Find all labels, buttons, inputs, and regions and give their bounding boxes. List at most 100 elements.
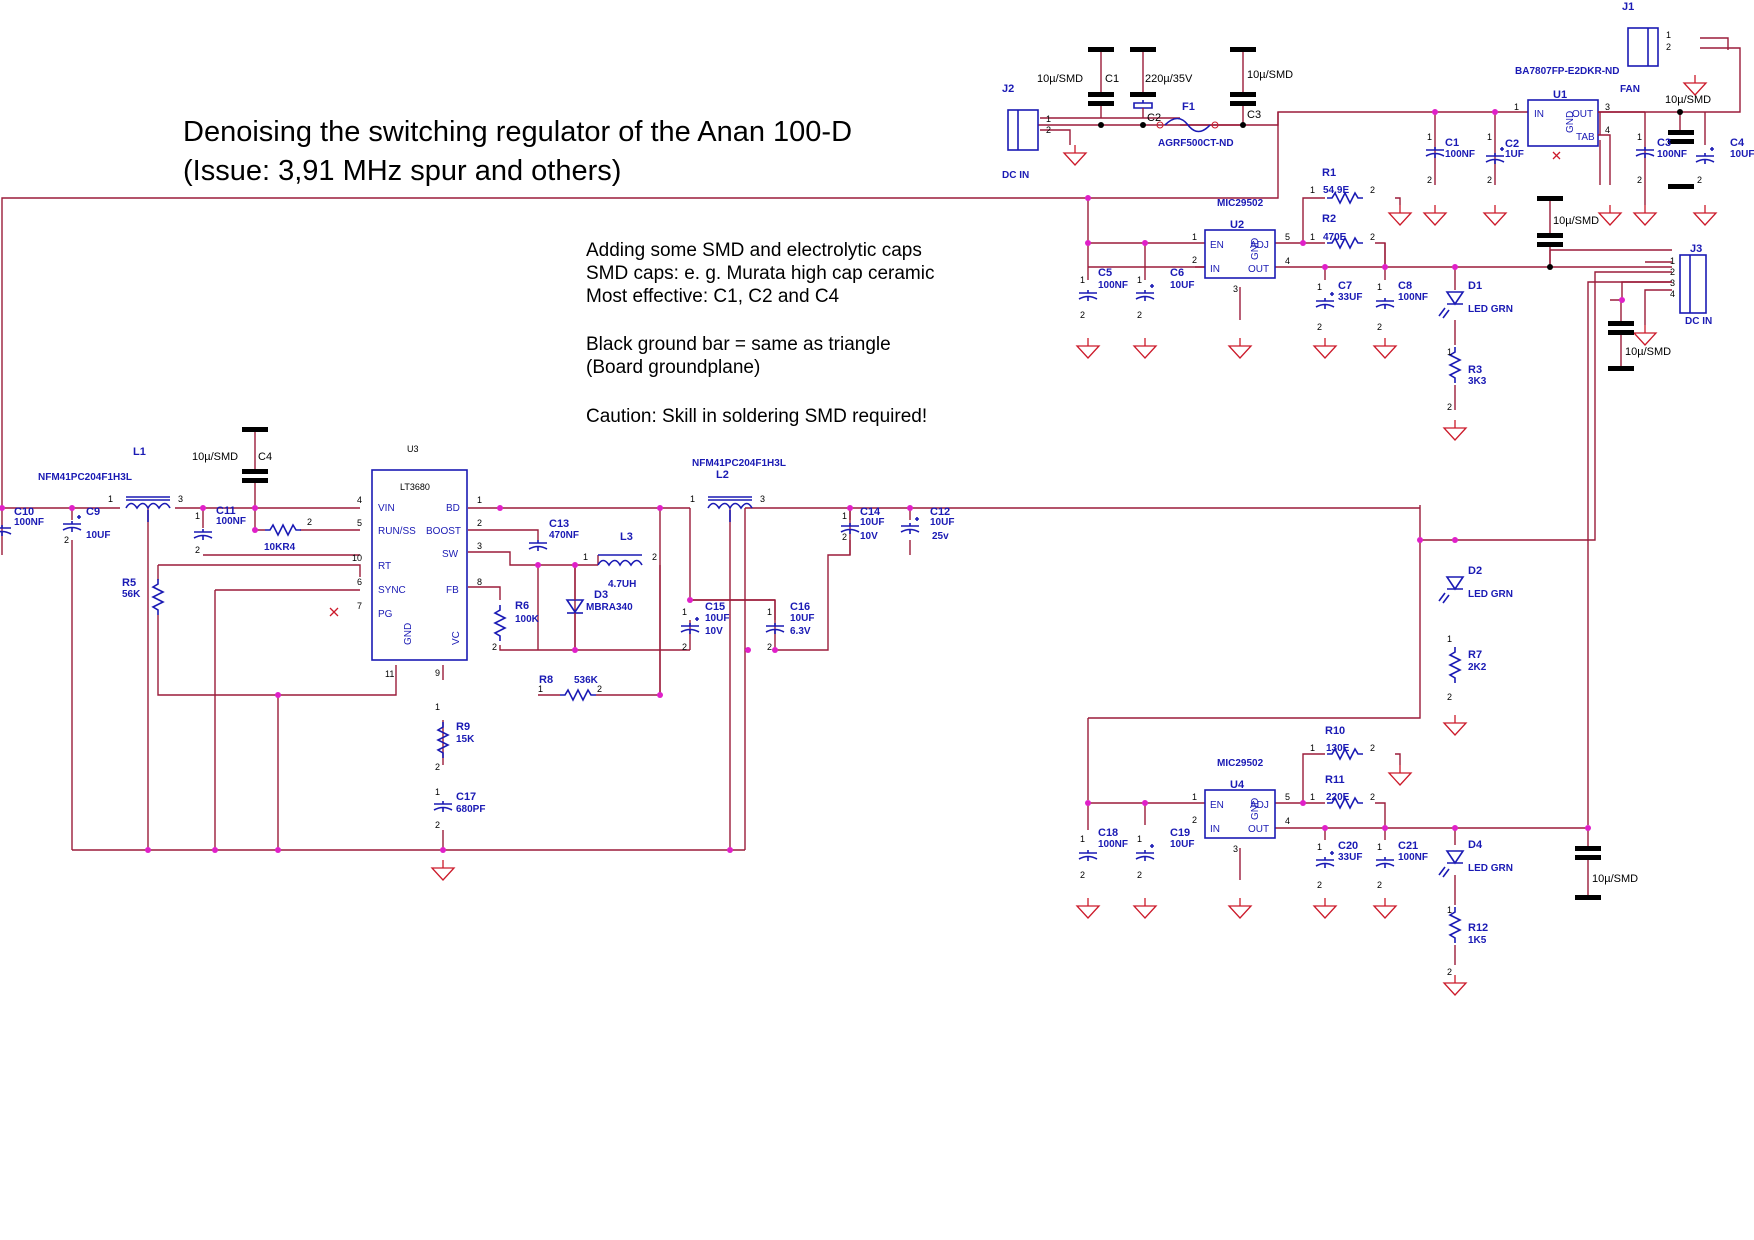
ground-symbol xyxy=(1633,204,1657,226)
connector-ref: J1 xyxy=(1622,1,1634,13)
smd-cap-fan: 10µ/SMD xyxy=(1665,94,1711,189)
smd-cap-c2: 220µ/35V C2 xyxy=(1130,47,1193,124)
capacitor-ref: C5 xyxy=(1098,267,1112,279)
ground-symbol xyxy=(1683,74,1707,96)
svg-text:9: 9 xyxy=(435,668,440,678)
capacitor-value: 100NF xyxy=(1098,280,1128,291)
resistor-ref: R5 xyxy=(122,577,136,589)
svg-text:1: 1 xyxy=(538,684,543,694)
capacitor-ref: C11 xyxy=(216,505,236,517)
capacitor-c12: C12 10UF 25v xyxy=(900,506,954,542)
smd-cap-u4-out: 10µ/SMD xyxy=(1575,828,1638,900)
ground-symbol xyxy=(1076,897,1100,919)
ic-pin-label: GND xyxy=(1250,798,1261,820)
capacitor-c6: C6 10UF 12 xyxy=(1135,267,1194,320)
led-d4: D4 LED GRN xyxy=(1438,839,1513,878)
capacitor-c11: C11 100NF 12 xyxy=(193,505,246,555)
svg-text:2: 2 xyxy=(492,642,497,652)
capacitor-value: 10UF xyxy=(930,517,954,528)
smd-cap-value: 10µ/SMD xyxy=(1625,346,1671,358)
capacitor-value: 100NF xyxy=(1098,839,1128,850)
svg-text:1: 1 xyxy=(1666,30,1671,40)
ground-symbol xyxy=(1373,897,1397,919)
ic-pin-label: IN xyxy=(1210,264,1220,275)
capacitor-voltage: 10V xyxy=(705,626,723,637)
svg-text:3: 3 xyxy=(1605,102,1610,112)
svg-text:5: 5 xyxy=(357,518,362,528)
svg-text:1: 1 xyxy=(1080,275,1085,285)
smd-cap-value: 10µ/SMD xyxy=(1553,215,1599,227)
svg-text:5: 5 xyxy=(1285,792,1290,802)
capacitor-value: 33UF xyxy=(1338,852,1362,863)
svg-text:1: 1 xyxy=(435,787,440,797)
resistor-ref: R10 xyxy=(1325,725,1345,737)
schematic-title-line2: (Issue: 3,91 MHz spur and others) xyxy=(183,155,621,187)
capacitor-c15: C15 10UF 10V 12 xyxy=(680,601,729,652)
note-line: Black ground bar = same as triangle xyxy=(586,334,891,355)
capacitor-ref: C2 xyxy=(1505,138,1519,150)
connector-body xyxy=(1627,27,1659,67)
diode-ref: D3 xyxy=(594,589,608,601)
svg-text:5: 5 xyxy=(1285,232,1290,242)
resistor-value: 15K xyxy=(456,734,475,745)
svg-text:1: 1 xyxy=(195,511,200,521)
svg-text:2: 2 xyxy=(597,684,602,694)
ic-pin-label: ADJ xyxy=(1250,240,1269,251)
smd-cap-j3: 10µ/SMD xyxy=(1608,300,1671,371)
resistor-ref: R11 xyxy=(1325,774,1345,786)
svg-text:1: 1 xyxy=(767,607,772,617)
svg-text:4: 4 xyxy=(1285,816,1290,826)
resistor-r6: R6 100K 2 xyxy=(492,600,540,652)
svg-text:1: 1 xyxy=(1637,132,1642,142)
ic-u1: IN OUT TAB GND U1 1 3 4 xyxy=(1514,89,1645,185)
svg-text:2: 2 xyxy=(842,532,847,542)
connector-body xyxy=(1679,254,1707,314)
inductor-l2: L2 NFM41PC204F1H3L 1 3 xyxy=(690,458,786,523)
capacitor-value: 33UF xyxy=(1338,292,1362,303)
svg-text:11: 11 xyxy=(385,669,394,679)
smd-cap-value: 10µ/SMD xyxy=(1665,94,1711,106)
capacitor-ref: C18 xyxy=(1098,827,1118,839)
svg-text:2: 2 xyxy=(1370,185,1375,195)
ic-ref: U2 xyxy=(1230,219,1244,231)
resistor-value: 2K2 xyxy=(1468,662,1487,673)
svg-text:2: 2 xyxy=(1377,880,1382,890)
svg-text:2: 2 xyxy=(1670,267,1675,277)
resistor-ref: R8 xyxy=(539,674,553,686)
svg-text:1: 1 xyxy=(1080,834,1085,844)
smd-cap-value: 10µ/SMD xyxy=(1247,69,1293,81)
capacitor-value: 1UF xyxy=(1505,149,1524,160)
svg-text:6: 6 xyxy=(357,577,362,587)
ic-pin-label: SW xyxy=(442,549,459,560)
capacitor-voltage: 25v xyxy=(932,531,949,542)
svg-text:1: 1 xyxy=(1046,114,1051,124)
ground-symbol xyxy=(1598,204,1622,226)
capacitor-value: 100NF xyxy=(14,517,44,528)
svg-text:2: 2 xyxy=(1080,870,1085,880)
smd-cap-c4: 10µ/SMD C4 xyxy=(192,427,272,483)
capacitor-value: 100NF xyxy=(216,516,246,527)
ic-pin-label: GND xyxy=(1565,111,1576,133)
note-line: Caution: Skill in soldering SMD required… xyxy=(586,406,927,427)
svg-text:1: 1 xyxy=(1310,792,1315,802)
capacitor-ref: C15 xyxy=(705,601,725,613)
connector-func: DC IN xyxy=(1002,170,1029,181)
inductor-part: NFM41PC204F1H3L xyxy=(692,458,786,469)
capacitor-ref: C7 xyxy=(1338,280,1352,292)
resistor-ref: R9 xyxy=(456,721,470,733)
svg-text:7: 7 xyxy=(357,601,362,611)
capacitor-c20: C20 33UF 12 xyxy=(1315,840,1362,890)
capacitor-c9: C9 10UF 2 xyxy=(62,506,110,545)
diode-value: LED GRN xyxy=(1468,589,1513,600)
capacitor-value: 100NF xyxy=(1445,149,1475,160)
svg-text:2: 2 xyxy=(435,820,440,830)
resistor-value: 10KR4 xyxy=(264,542,296,553)
svg-text:2: 2 xyxy=(1317,322,1322,332)
svg-text:4: 4 xyxy=(1285,256,1290,266)
svg-text:2: 2 xyxy=(1447,402,1452,412)
ground-symbol xyxy=(1373,337,1397,359)
connector-func: DC IN xyxy=(1685,316,1712,327)
